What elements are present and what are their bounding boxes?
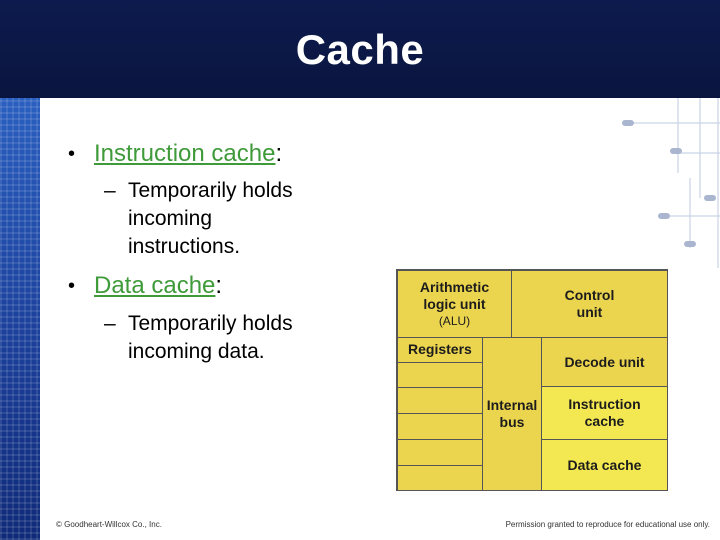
internal-bus-block: Internal bus	[482, 337, 542, 491]
term-suffix: :	[275, 140, 283, 167]
internal-bus-label: Internal	[486, 397, 538, 413]
sub-line: Temporarily holds	[128, 312, 293, 335]
alu-label: Arithmetic	[419, 278, 490, 295]
registers-label: Registers	[408, 341, 472, 357]
decorative-side-strip	[0, 98, 40, 540]
data-cache-label: Data cache	[567, 456, 642, 473]
cpu-diagram: Arithmetic logic unit (ALU) Control unit…	[396, 269, 668, 491]
register-slot	[397, 465, 483, 491]
instruction-cache-label: Instruction	[568, 396, 641, 412]
term-link[interactable]: Data cache	[94, 272, 216, 299]
sub-line: instructions.	[128, 235, 241, 258]
sub-line: incoming	[128, 207, 213, 230]
decode-unit-block: Decode unit	[541, 337, 668, 387]
footer-permission: Permission granted to reproduce for educ…	[505, 520, 710, 529]
bullet-instruction-cache: • Instruction cache:	[68, 140, 283, 168]
footer-copyright: © Goodheart-Willcox Co., Inc.	[56, 520, 162, 529]
data-cache-block: Data cache	[541, 439, 668, 491]
sub-line: Temporarily holds	[128, 179, 293, 202]
bullet-data-cache: • Data cache:	[68, 272, 223, 300]
term-suffix: :	[215, 272, 223, 299]
alu-label: logic unit	[423, 295, 486, 312]
control-unit-label: unit	[576, 304, 603, 320]
control-unit-label: Control	[564, 287, 615, 303]
sub-bullet-instruction-cache: – Temporarily holds incoming instruction…	[104, 177, 358, 261]
internal-bus-label: bus	[499, 414, 525, 430]
circuit-decoration-icon	[622, 98, 720, 268]
slide-title: Cache	[295, 26, 425, 73]
dash-marker: –	[104, 312, 116, 335]
bullet-dot: •	[68, 143, 76, 165]
alu-label: (ALU)	[438, 313, 471, 328]
term-link[interactable]: Instruction cache	[94, 140, 276, 167]
control-unit-block: Control unit	[511, 270, 668, 338]
sub-line: incoming data.	[128, 340, 265, 363]
registers-block: Registers	[397, 337, 483, 363]
dash-marker: –	[104, 179, 116, 202]
instruction-cache-block: Instruction cache	[541, 386, 668, 440]
register-slot	[397, 362, 483, 388]
bullet-dot: •	[68, 275, 76, 297]
decode-unit-label: Decode unit	[564, 353, 645, 370]
register-slot	[397, 413, 483, 440]
instruction-cache-label: cache	[584, 413, 625, 429]
alu-block: Arithmetic logic unit (ALU)	[397, 270, 512, 338]
register-slot	[397, 387, 483, 414]
sub-bullet-data-cache: – Temporarily holds incoming data.	[104, 310, 358, 366]
register-slot	[397, 439, 483, 466]
title-bar: Cache	[0, 0, 720, 98]
